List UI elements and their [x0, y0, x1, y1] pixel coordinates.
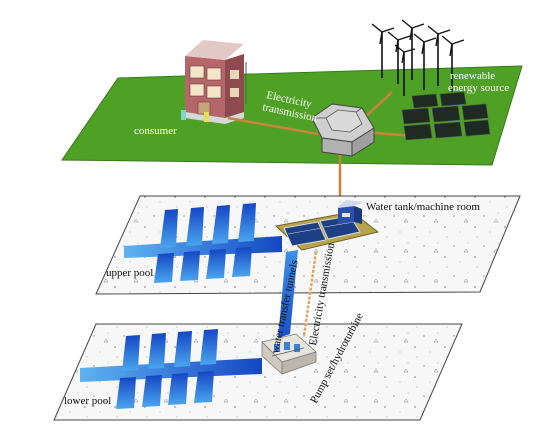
mid-electricity-cable	[302, 251, 318, 337]
consumer-building-icon	[181, 40, 247, 124]
transformer-icon	[311, 103, 375, 157]
wind-turbines-icon	[371, 19, 465, 96]
upper-pool	[124, 203, 282, 283]
surface-plane	[61, 65, 523, 166]
water-transfer-tunnel	[278, 250, 298, 338]
water-tank-label: Water tank/machine room	[366, 201, 480, 213]
lower-pool-label: lower pool	[64, 395, 111, 407]
solar-panels-icon	[401, 91, 491, 141]
consumer-label: consumer	[134, 125, 177, 137]
water-tank-house-icon	[336, 200, 364, 224]
pump-station-icon	[261, 333, 317, 375]
lower-pool	[80, 329, 262, 409]
renewable-label-2: energy source	[448, 82, 509, 94]
renewable-label-1: renewable	[450, 70, 495, 82]
upper-pool-label: upper pool	[106, 267, 153, 279]
